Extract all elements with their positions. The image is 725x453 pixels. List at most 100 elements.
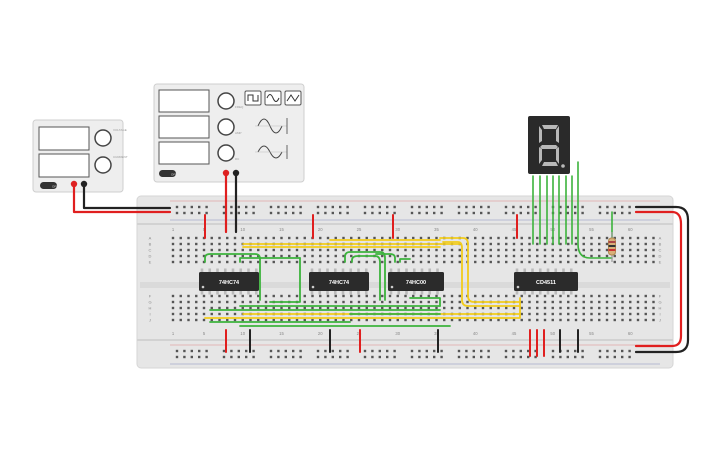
power-supply-button-label: OFF [52, 184, 58, 188]
dc-offset-knob-label: DC [235, 157, 240, 161]
chip-label: 74HC00 [406, 280, 426, 286]
ic-chips[interactable]: 74HC74 74HC74 74HC00 CD4511 [199, 268, 578, 295]
current-knob-label: CURRENT [113, 155, 128, 159]
column-label: 45 [512, 331, 517, 336]
column-label: 25 [357, 227, 362, 232]
column-label: 10 [240, 331, 245, 336]
frequency-knob[interactable] [217, 92, 235, 110]
row-label: G [658, 300, 661, 305]
column-label: 60 [628, 331, 633, 336]
current-knob[interactable] [94, 156, 112, 174]
row-label: A [149, 236, 152, 241]
voltage-knob-label: VOLTAGE [113, 128, 127, 132]
voltage-display [38, 126, 90, 151]
wire-green[interactable] [409, 297, 441, 307]
row-label: E [149, 260, 152, 265]
wire-red[interactable] [634, 210, 683, 348]
column-label: 55 [589, 227, 594, 232]
ic-chip[interactable]: 74HC74 [309, 268, 369, 295]
column-label: 50 [550, 331, 555, 336]
chip-label: 74HC74 [219, 280, 240, 286]
wire-green[interactable] [577, 161, 613, 259]
ic-chip[interactable]: 74HC74 [199, 268, 259, 295]
frequency-display [158, 89, 210, 113]
row-label: H [149, 306, 152, 311]
square-wave-icon[interactable] [244, 90, 262, 106]
function-generator-button-label: OFF [171, 172, 177, 176]
current-display [38, 153, 90, 178]
row-label: B [659, 242, 662, 247]
column-label: 60 [628, 227, 633, 232]
amplitude-knob-label: AMP [235, 131, 242, 135]
triangle-wave-icon[interactable] [284, 90, 302, 106]
row-label: C [659, 248, 662, 253]
row-label: F [659, 294, 662, 299]
column-label: 20 [318, 227, 323, 232]
row-label: B [149, 242, 152, 247]
row-label: H [659, 306, 662, 311]
seven-segment-display[interactable]: 8. [10, 9, 570, 174]
dc-offset-knob[interactable] [217, 144, 235, 162]
column-label: 10 [240, 227, 245, 232]
wire-green[interactable] [344, 251, 386, 301]
wires[interactable] [72, 161, 690, 357]
column-label: 30 [395, 227, 400, 232]
column-label: 1 [172, 227, 175, 232]
frequency-knob-label: FREQ [235, 105, 244, 109]
wire-green[interactable] [269, 257, 301, 303]
ic-chip[interactable]: CD4511 [514, 268, 578, 295]
chip-label: 74HC74 [329, 280, 350, 286]
voltage-knob[interactable] [94, 129, 112, 147]
power-supply-power-button[interactable] [40, 182, 57, 189]
waveform-preview-icon [255, 118, 288, 159]
wire-yellow[interactable] [442, 241, 521, 307]
chip-label: CD4511 [536, 280, 556, 286]
display-digit: 8. [10, 9, 12, 11]
seven-segment-digit [539, 125, 565, 168]
wire-red[interactable] [72, 182, 172, 214]
row-label: A [659, 236, 662, 241]
dc-power-supply[interactable]: VOLTAGE CURRENT OFF [32, 119, 128, 193]
row-label: E [659, 260, 662, 265]
ic-chip[interactable]: 74HC00 [388, 268, 444, 295]
column-label: 5 [203, 331, 206, 336]
wire-black[interactable] [82, 182, 172, 210]
function-generator[interactable]: FREQ AMP DC OFF [153, 83, 305, 183]
amplitude-display [158, 115, 210, 139]
wire-green[interactable] [375, 253, 396, 263]
wire-yellow[interactable] [204, 297, 521, 319]
row-label: G [148, 300, 151, 305]
column-label: 35 [434, 227, 439, 232]
row-label: J [659, 318, 661, 323]
column-label: 15 [279, 227, 284, 232]
column-label: 40 [473, 331, 478, 336]
column-label: 40 [473, 227, 478, 232]
column-label: 1 [172, 331, 175, 336]
row-label: C [149, 248, 152, 253]
column-label: 45 [512, 227, 517, 232]
column-label: 30 [395, 331, 400, 336]
row-label: D [659, 254, 662, 259]
column-label: 35 [434, 331, 439, 336]
row-label: I [659, 312, 660, 317]
dc-offset-display [158, 141, 210, 165]
column-label: 55 [589, 331, 594, 336]
row-label: F [149, 294, 152, 299]
wire-green[interactable] [204, 253, 261, 301]
wire-green[interactable] [399, 258, 411, 263]
column-label: 20 [318, 331, 323, 336]
column-label: 15 [279, 331, 284, 336]
amplitude-knob[interactable] [217, 118, 235, 136]
row-label: D [149, 254, 152, 259]
wire-yellow[interactable] [439, 237, 521, 303]
wire-green[interactable] [351, 255, 381, 301]
row-label: J [149, 318, 151, 323]
function-generator-power-button[interactable] [159, 170, 176, 177]
sine-wave-icon[interactable] [264, 90, 282, 106]
wire-green[interactable] [239, 257, 301, 263]
wire-black[interactable] [634, 205, 690, 354]
row-label: I [149, 312, 150, 317]
resistor[interactable] [608, 232, 616, 262]
